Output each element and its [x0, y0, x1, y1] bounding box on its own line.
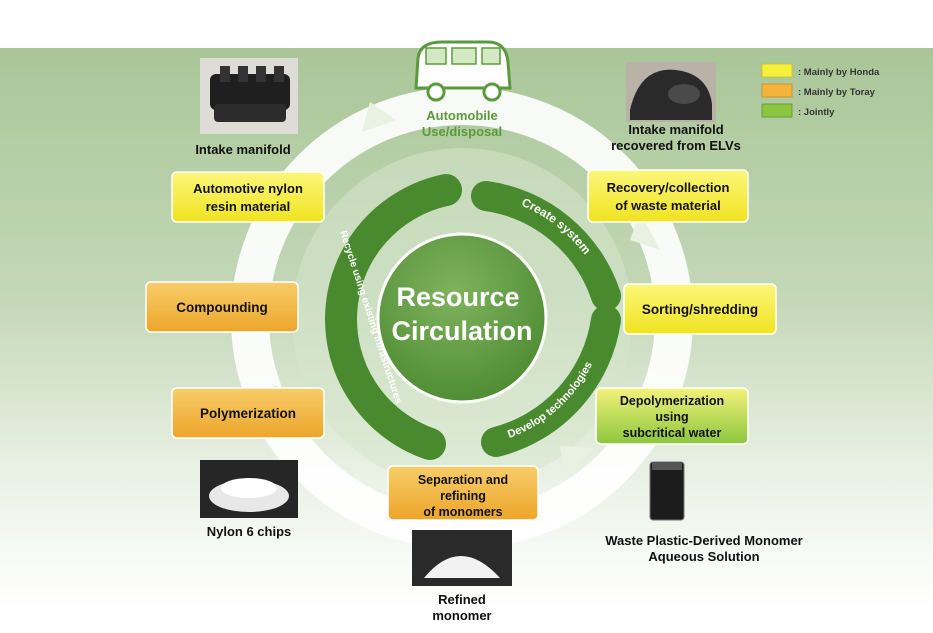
step-separation-line1: Separation and [418, 473, 508, 487]
caption-refined-line1: Refined [438, 592, 486, 607]
recovered-manifold-image [626, 62, 716, 122]
automobile-label-line1: Automobile [426, 108, 498, 123]
step-sorting-shredding: Sorting/shredding [623, 283, 777, 335]
step-depolymerization: Depolymerization using subcritical water [595, 387, 749, 445]
step-automotive-resin-line1: Automotive nylon [193, 181, 303, 196]
caption-refined-line2: monomer [432, 608, 491, 623]
step-recovery-line2: of waste material [615, 198, 721, 213]
center-title-line1: Resource [396, 282, 519, 312]
caption-waste-line1: Waste Plastic-Derived Monomer [605, 533, 802, 548]
step-separation-refining: Separation and refining of monomers [387, 465, 539, 521]
center-title-line2: Circulation [391, 316, 532, 346]
caption-intake-manifold: Intake manifold [195, 142, 290, 157]
automobile-label-line2: Use/disposal [422, 124, 502, 139]
center-circle [376, 232, 548, 404]
step-separation-line2: refining [440, 489, 486, 503]
legend-label-honda: : Mainly by Honda [798, 67, 880, 78]
car-icon [414, 40, 512, 102]
step-recovery-collection: Recovery/collection of waste material [587, 169, 749, 223]
legend: : Mainly by Honda : Mainly by Toray : Jo… [761, 63, 880, 118]
step-polymerization: Polymerization [171, 387, 325, 439]
legend-swatch-toray [761, 83, 793, 98]
step-compounding: Compounding [145, 281, 299, 333]
step-polymerization-label: Polymerization [200, 406, 296, 421]
arc-create-system [471, 181, 621, 311]
arc-recycle-infrastructures [325, 174, 462, 460]
legend-label-toray: : Mainly by Toray [798, 87, 876, 98]
arc-develop-technologies [481, 305, 621, 457]
legend-swatch-jointly [761, 103, 793, 118]
nylon-chips-image [200, 460, 298, 518]
step-automotive-resin: Automotive nylon resin material [171, 171, 325, 223]
step-depoly-line3: subcritical water [623, 426, 722, 440]
step-compounding-label: Compounding [176, 300, 267, 315]
step-separation-line3: of monomers [423, 505, 502, 519]
caption-recovered-line2: recovered from ELVs [611, 138, 741, 153]
step-depoly-line1: Depolymerization [620, 394, 724, 408]
caption-recovered-line1: Intake manifold [628, 122, 723, 137]
caption-waste-line2: Aqueous Solution [648, 549, 759, 564]
step-sorting-label: Sorting/shredding [642, 302, 758, 317]
monomer-solution-image [649, 461, 685, 521]
cycle-arrow-top [362, 102, 396, 132]
refined-monomer-image [412, 530, 512, 586]
step-automotive-resin-line2: resin material [206, 199, 291, 214]
intake-manifold-image [200, 58, 298, 134]
step-depoly-line2: using [655, 410, 688, 424]
caption-nylon-chips: Nylon 6 chips [207, 524, 292, 539]
cycle-arrow-bottom [560, 446, 594, 476]
legend-swatch-honda [761, 63, 793, 78]
step-recovery-line1: Recovery/collection [607, 180, 730, 195]
legend-label-jointly: : Jointly [798, 107, 835, 118]
